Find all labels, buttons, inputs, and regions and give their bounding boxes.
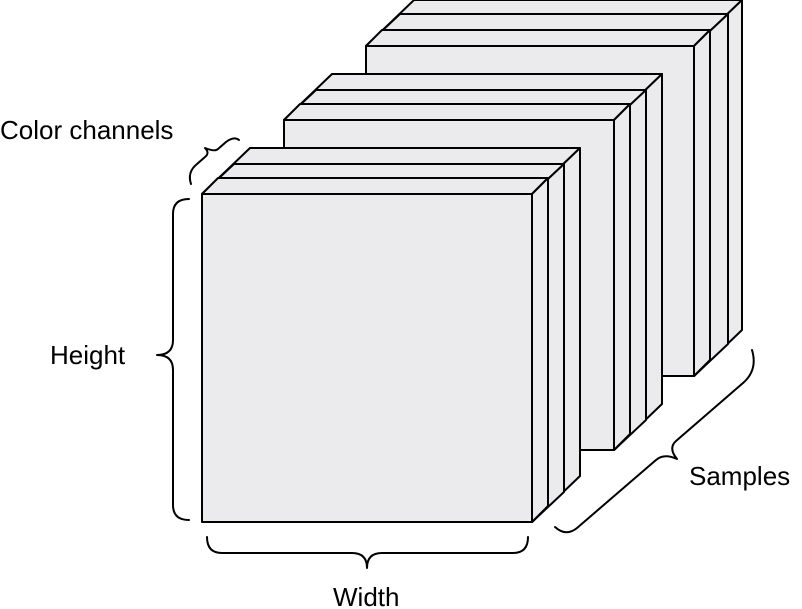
slab-top xyxy=(283,103,631,121)
samples-label: Samples xyxy=(689,461,790,491)
color-channels-brace xyxy=(188,137,240,185)
samples-brace xyxy=(554,349,755,534)
height-label: Height xyxy=(50,340,126,370)
height-brace xyxy=(156,198,190,521)
slab-face-front xyxy=(201,193,533,523)
slab-side xyxy=(531,177,549,523)
slab-side xyxy=(693,29,711,377)
width-brace xyxy=(206,536,529,569)
slab-top xyxy=(201,177,549,195)
sample-front xyxy=(201,147,581,523)
width-label: Width xyxy=(333,582,399,609)
slab-top xyxy=(365,29,711,47)
slab-side xyxy=(613,103,631,451)
color-channels-label: Color channels xyxy=(0,115,173,145)
